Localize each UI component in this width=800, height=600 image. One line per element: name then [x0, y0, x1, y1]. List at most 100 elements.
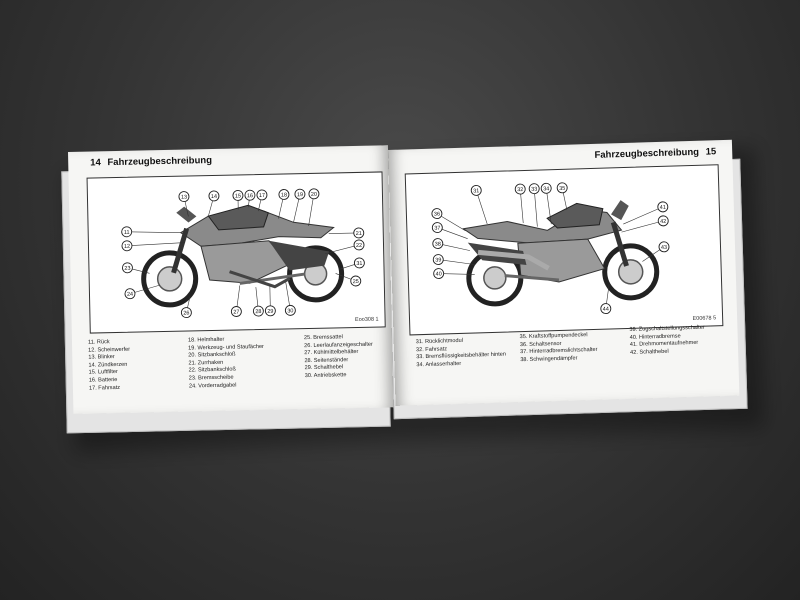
callout-circle: [264, 305, 276, 317]
callout-label: 44: [603, 307, 609, 313]
callout-circle: [252, 305, 264, 317]
callout-label: 41: [660, 205, 666, 211]
callout-circle: [208, 190, 220, 202]
callout-circle: [556, 182, 568, 194]
legend-item: 42. Schalthebel: [630, 348, 669, 356]
callout-label: 14: [211, 194, 217, 200]
right-page-header: Fahrzeugbeschreibung 15: [594, 146, 720, 161]
callout-label: 31: [473, 188, 479, 194]
left-page-title: Fahrzeugbeschreibung: [107, 154, 213, 169]
callout-circle: [600, 303, 612, 315]
callout-label: 31: [356, 261, 362, 267]
callout-label: 28: [255, 309, 261, 315]
callout-circle: [244, 189, 256, 201]
left-legend-col-2: 18. Helmhalter 19. Werkzeug- und Staufäc…: [188, 336, 265, 391]
callout-circle: [432, 254, 444, 266]
callout-circle: [540, 182, 552, 194]
callout-circle: [433, 268, 445, 280]
callout-leader: [126, 231, 181, 233]
callout-label: 26: [183, 310, 189, 316]
callout-circle: [230, 306, 242, 317]
callout-label: 15: [235, 193, 241, 199]
callout-label: 34: [543, 186, 549, 192]
motorcycle-right-illustration: [462, 200, 660, 307]
callout-circle: [278, 189, 290, 200]
callout-label: 35: [559, 186, 565, 192]
callout-label: 33: [531, 187, 537, 193]
callout-circle: [124, 288, 136, 300]
legend-item: 38. Schwingendämpfer: [520, 355, 578, 363]
left-page-number: 14: [90, 157, 101, 169]
right-legend-col-1: 31. Rücklichtmodul 32. Fahrsatz 33. Brem…: [416, 337, 507, 370]
callout-label: 27: [233, 309, 239, 315]
callout-label: 19: [297, 192, 303, 198]
callout-circle: [353, 257, 365, 269]
callout-circle: [353, 239, 365, 251]
right-page-title: Fahrzeugbeschreibung: [594, 146, 700, 161]
callout-label: 32: [517, 187, 523, 193]
callout-circle: [432, 238, 444, 250]
callout-circle: [657, 215, 669, 227]
callout-label: 13: [181, 195, 187, 201]
callout-leader: [438, 259, 475, 265]
callout-leader: [623, 206, 663, 225]
right-figure-id: E00678 5: [692, 315, 717, 323]
legend-item: 17. Fahrsatz: [88, 384, 121, 392]
callout-circle: [284, 304, 296, 316]
callout-label: 16: [247, 193, 253, 199]
callout-circle: [431, 222, 443, 234]
callout-circle: [657, 201, 669, 213]
callout-circle: [470, 184, 482, 196]
motorcycle-left-illustration: [141, 204, 345, 308]
right-legend-col-2: 35. Kraftstoffpumpendeckel 36. Schaltsen…: [520, 332, 598, 365]
callout-label: 30: [287, 308, 293, 314]
callout-circle: [528, 183, 540, 195]
callout-label: 22: [356, 243, 362, 249]
callout-circle: [658, 241, 670, 253]
callout-circle: [514, 183, 526, 195]
callout-leader: [545, 188, 552, 225]
callout-label: 29: [267, 309, 273, 315]
left-figure-id: Eoo308 1: [354, 316, 379, 324]
callout-label: 38: [435, 241, 441, 247]
right-legend-col-3: 39. Zugschaltstellungsschalter 40. Hinte…: [629, 325, 705, 358]
callout-label: 11: [124, 230, 130, 236]
callout-circle: [308, 188, 320, 200]
callout-circle: [350, 275, 362, 287]
callout-circle: [121, 262, 133, 274]
callout-label: 17: [259, 193, 265, 199]
left-page: 14 Fahrzeugbeschreibung 13 14 15 16 17 18 19 20…: [68, 145, 394, 414]
callout-circle: [294, 188, 306, 200]
callout-leader: [519, 189, 524, 224]
callout-leader: [621, 220, 664, 233]
callout-leader: [436, 213, 466, 231]
left-legend-col-1: 11. Rück 12. Scheinwerfer 13. Blinker 14…: [88, 339, 131, 393]
callout-label: 40: [436, 271, 442, 277]
callout-label: 24: [127, 292, 133, 298]
callout-label: 42: [660, 219, 666, 225]
callout-label: 18: [281, 192, 287, 198]
callout-circle: [180, 307, 192, 319]
callout-label: 12: [124, 244, 130, 250]
callout-leader: [438, 273, 475, 275]
callout-label: 25: [353, 279, 359, 285]
callout-circle: [232, 190, 244, 201]
callout-leader: [126, 242, 185, 247]
callout-circle: [431, 208, 443, 220]
callout-leader: [475, 190, 488, 225]
legend-item: 30. Antriebskette: [304, 372, 347, 380]
callout-label: 20: [311, 192, 317, 198]
callout-leader: [437, 243, 471, 251]
callout-label: 39: [435, 257, 441, 263]
callout-circle: [353, 227, 365, 239]
callout-label: 37: [434, 225, 440, 231]
callout-label: 43: [661, 245, 667, 251]
legend-item: 24. Vorderradgabel: [188, 382, 237, 390]
callout-leader: [533, 188, 538, 227]
